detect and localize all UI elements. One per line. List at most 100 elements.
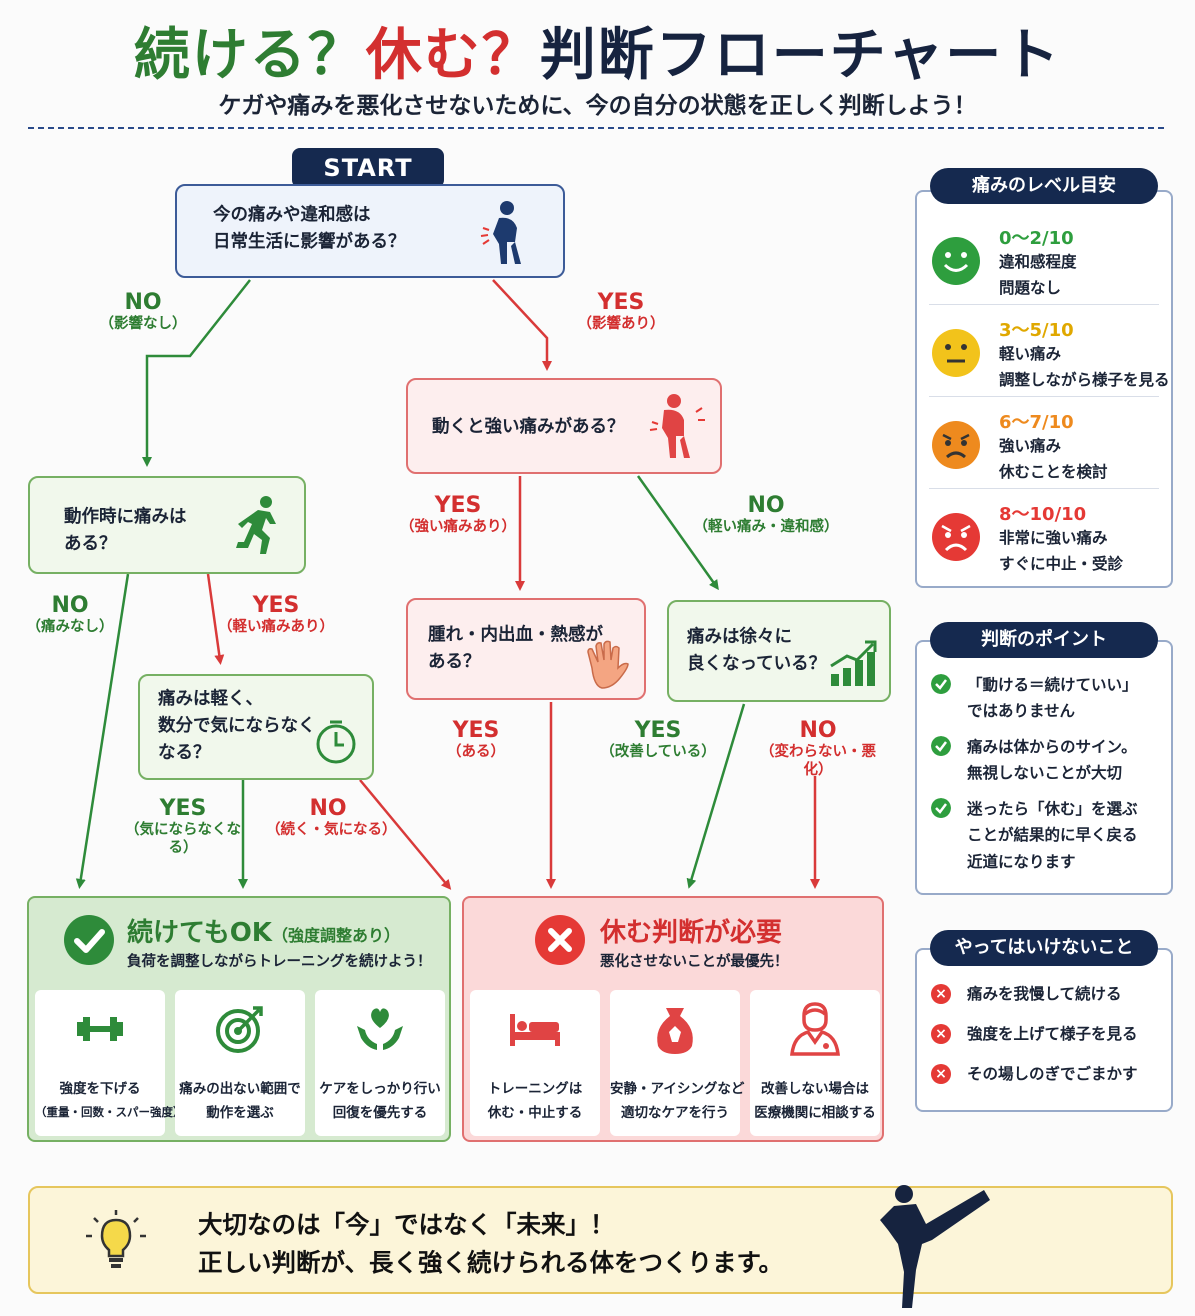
q5-line2: ある？ — [428, 652, 481, 673]
label-q2-no-sub: （痛みなし） — [26, 619, 114, 636]
worried-face-icon — [932, 421, 980, 469]
label-q1-yes-main: YES — [597, 290, 645, 315]
pain-level-desc1: 違和感程度 — [999, 253, 1077, 271]
pain-level-range: 8〜10/10 — [999, 504, 1087, 525]
label-q3-no: NO （軽い痛み・違和感） — [686, 493, 846, 537]
label-q2-yes: YES （軽い痛みあり） — [216, 593, 336, 637]
q2-line2: ある？ — [64, 534, 117, 555]
label-q2-yes-sub: （軽い痛みあり） — [218, 619, 334, 636]
cross-circle-icon — [535, 915, 585, 965]
label-q5-yes-main: YES — [452, 718, 500, 743]
question-q5-box: 腫れ・内出血・熱感が ある？ — [406, 598, 646, 700]
points-panel — [915, 640, 1173, 895]
pain-level-desc2: 調整しながら様子を見る — [999, 371, 1170, 389]
title-flowchart: 判断フローチャート — [539, 23, 1062, 88]
rest-card-3-line1: 改善しない場合は — [761, 1081, 869, 1097]
label-q3-yes-main: YES — [434, 493, 482, 518]
question-q3-box: 動くと強い痛みがある？ — [406, 378, 722, 474]
page-title: 続ける？休む？判断フローチャート — [0, 10, 1195, 91]
pain-level-desc2: すぐに中止・受診 — [999, 555, 1124, 573]
label-q4-yes: YES （気にならなくなる） — [118, 796, 248, 857]
label-q3-no-sub: （軽い痛み・違和感） — [693, 519, 839, 536]
label-q2-no: NO （痛みなし） — [15, 593, 125, 637]
continue-card-2-line2: 動作を選ぶ — [206, 1104, 274, 1121]
dont-text: その場しのぎでごまかす — [967, 1065, 1138, 1083]
arrow-q1-no — [142, 279, 251, 467]
result-continue-title-note: （強度調整あり） — [271, 926, 400, 945]
arrow-q2-no — [75, 573, 130, 889]
smile-face-icon — [932, 237, 980, 285]
point-line: 「動ける＝続けていい」 — [967, 676, 1138, 694]
donts-list: ×痛みを我慢して続ける ×強度を上げて様子を見る ×その場しのぎでごまかす — [915, 948, 1173, 1112]
continue-card-1-line2: （重量・回数・スパー強度） — [35, 1104, 185, 1119]
continue-card-2-line1: 痛みの出ない範囲で — [179, 1081, 301, 1097]
pain-level-item: 3〜5/10 軽い痛み 調整しながら様子を見る — [929, 312, 1170, 400]
pain-level-range: 0〜2/10 — [999, 228, 1074, 249]
distressed-face-icon — [932, 513, 980, 561]
running-person-icon — [236, 496, 276, 554]
cross-icon: × — [931, 1024, 951, 1044]
lightbulb-icon — [86, 1210, 146, 1268]
pain-level-range: 3〜5/10 — [999, 320, 1074, 341]
check-icon — [931, 798, 951, 818]
arrow-q2-yes — [206, 573, 225, 665]
q4-line1: 痛みは軽く、 — [158, 689, 263, 709]
rest-card-3: 改善しない場合は医療機関に相談する — [750, 990, 880, 1136]
label-q5-yes-sub: （ある） — [447, 744, 505, 761]
header-divider — [28, 127, 1164, 129]
result-rest-subtitle: 悪化させないことが最優先！ — [600, 954, 789, 970]
question-q4-box: 痛みは軽く、 数分で気にならなく なる？ — [138, 674, 374, 780]
label-q4-no-sub: （続く・気になる） — [266, 822, 397, 839]
label-q2-no-main: NO — [51, 593, 89, 618]
result-rest-box: 休む判断が必要 悪化させないことが最優先！ トレーニングは休む・中止する 安静・… — [462, 896, 884, 1142]
donts-title: やってはいけないこと — [930, 930, 1158, 966]
clock-icon — [316, 720, 356, 764]
footer-message-box: 大切なのは「今」ではなく「未来」！ 正しい判断が、長く強く続けられる体をつくりま… — [28, 1186, 1173, 1294]
question-q2-box: 動作時に痛みは ある？ — [28, 476, 306, 574]
cross-icon: × — [931, 984, 951, 1004]
ice-bag-icon — [657, 1008, 693, 1054]
q4-line2: 数分で気にならなく — [158, 716, 316, 737]
label-q6-no-sub: （変わらない・悪化） — [760, 744, 876, 778]
question-q6-box: 痛みは徐々に 良くなっている？ — [667, 600, 891, 702]
footer-line1: 大切なのは「今」ではなく「未来」！ — [198, 1210, 615, 1239]
rising-bar-chart-icon — [830, 640, 877, 686]
point-line: 迷ったら「休む」を選ぶ — [967, 800, 1138, 818]
q1-line2: 日常生活に影響がある？ — [213, 232, 406, 253]
kicking-fighter-icon — [880, 1185, 990, 1308]
neutral-face-icon — [932, 329, 980, 377]
target-icon — [216, 1006, 263, 1053]
point-line: 痛みは体からのサイン。 — [967, 738, 1137, 756]
point-line: 近道になります — [967, 852, 1076, 871]
label-q6-yes: YES （改善している） — [596, 718, 720, 762]
arrow-q6-yes — [686, 703, 746, 889]
q4-line3: なる？ — [158, 743, 211, 764]
title-continue: 続ける？ — [133, 23, 366, 88]
label-q1-yes-sub: （影響あり） — [577, 316, 665, 333]
check-circle-icon — [64, 915, 114, 965]
continue-card-2: 痛みの出ない範囲で動作を選ぶ — [175, 990, 305, 1136]
rest-card-1: トレーニングは休む・中止する — [470, 990, 600, 1136]
q6-line2: 良くなっている？ — [687, 654, 827, 675]
q2-line1: 動作時に痛みは — [64, 507, 187, 527]
point-line: ではありません — [967, 702, 1076, 721]
arrow-q4-no — [359, 779, 452, 890]
person-back-pain-icon — [480, 201, 521, 264]
result-continue-subtitle: 負荷を調整しながらトレーニングを続けよう！ — [127, 954, 432, 970]
arrow-q1-yes — [492, 279, 552, 371]
label-q4-yes-main: YES — [159, 796, 207, 821]
pain-level-desc2: 問題なし — [999, 279, 1062, 297]
result-continue-title: 続けてもOK（強度調整あり） — [127, 912, 400, 949]
continue-card-1-line1: 強度を下げる — [59, 1081, 141, 1097]
label-q1-no: NO （影響なし） — [88, 290, 198, 334]
rest-card-1-line1: トレーニングは — [487, 1081, 583, 1097]
label-q4-no-main: NO — [309, 796, 347, 821]
rest-card-3-line2: 医療機関に相談する — [754, 1104, 876, 1121]
dumbbell-icon — [77, 1017, 123, 1041]
pain-level-range: 6〜7/10 — [999, 412, 1074, 433]
q5-line1: 腫れ・内出血・熱感が — [428, 625, 603, 645]
pain-level-desc1: 強い痛み — [999, 437, 1062, 455]
person-pain-icon — [649, 394, 705, 458]
continue-card-3: ケアをしっかり行い回復を優先する — [315, 990, 445, 1136]
